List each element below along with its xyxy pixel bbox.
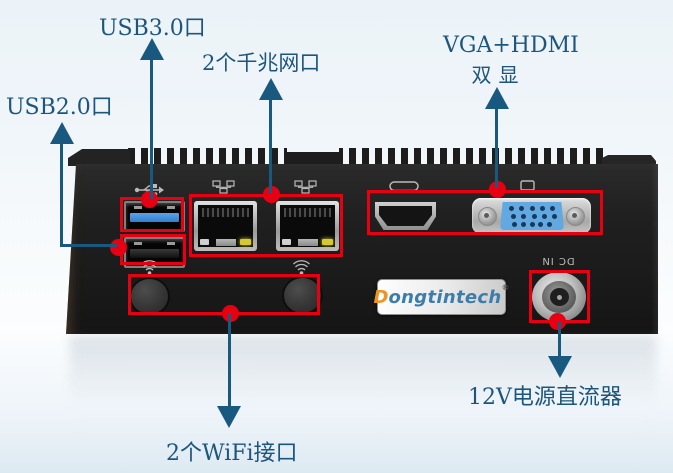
wifi-label: 2个WiFi接口 [166, 441, 298, 466]
usb2-tongue [130, 249, 179, 258]
hdmi-port [375, 202, 436, 230]
usb3-tongue [130, 213, 179, 222]
ethernet-port-1 [194, 201, 257, 251]
usb2-leader-line-horizontal [60, 244, 117, 247]
usb2-arrow [50, 122, 74, 144]
lan-leader-line [269, 98, 272, 193]
lan-arrow [259, 78, 283, 100]
vga-connector-face [500, 202, 564, 230]
vga-port [472, 198, 591, 234]
lan-led-link [282, 239, 291, 245]
usb2-anchor-dot [110, 239, 127, 256]
heatsink-fins [128, 148, 604, 166]
display-label-line1: VGA+HDMI [443, 33, 579, 58]
ethernet-port-2 [276, 201, 339, 251]
lan-label: 2个千兆网口 [202, 51, 321, 75]
wifi-leader-line [228, 313, 231, 407]
lan-network-icon [212, 180, 235, 194]
dc-anchor-dot [549, 313, 566, 330]
usb3-arrow [140, 38, 164, 60]
logo-text: ongtintech [388, 286, 502, 308]
usb3-label: USB3.0口 [99, 16, 206, 41]
display-arrow [485, 87, 509, 109]
usb3-anchor-dot [141, 191, 158, 208]
wifi-antenna-icon [293, 260, 310, 275]
usb2-highlight-box [120, 234, 186, 265]
dc-leader-line [558, 321, 561, 357]
lan-highlight-box [189, 194, 343, 257]
lan-led-activity [322, 239, 333, 245]
lan-anchor-dot [263, 186, 280, 203]
wifi-antenna-hole-1 [131, 279, 168, 314]
display-anchor-dot [489, 181, 506, 198]
heatsink-fin-plateau [287, 152, 339, 166]
lan-led-activity [240, 239, 251, 245]
display-leader-line [495, 107, 498, 188]
display-label-line2: 双显 [471, 63, 526, 87]
usb2-label: USB2.0口 [6, 95, 113, 120]
usb2-leader-line-vertical [60, 142, 63, 247]
dc-in-label: DC IN [541, 255, 575, 266]
chassis-corner-left [68, 149, 130, 166]
wifi-antenna-hole-2 [284, 278, 321, 313]
usb3-leader-line [150, 58, 153, 199]
vga-screw-right [566, 207, 585, 226]
power-label: 12V电源直流器 [468, 385, 622, 410]
vga-screw-left [478, 207, 497, 226]
wifi-arrow [217, 406, 241, 428]
lan-network-icon [294, 180, 317, 194]
logo-letter-d: D [373, 286, 389, 308]
lan-led-link [200, 239, 209, 245]
registered-mark: ® [501, 283, 510, 292]
display-highlight-box [367, 190, 603, 235]
heatsink-fin-gap [287, 146, 339, 153]
dc-arrow [548, 356, 572, 378]
